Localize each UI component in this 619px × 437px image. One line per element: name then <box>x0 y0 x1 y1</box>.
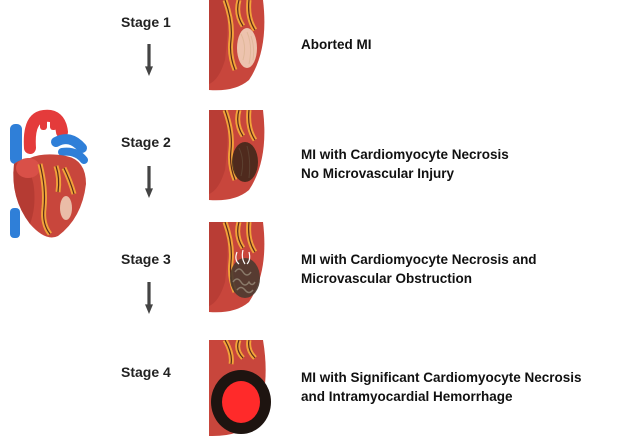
down-arrow-3 <box>145 282 153 314</box>
stage-1-description: Aborted MI <box>301 35 372 54</box>
stage-4-line-2: and Intramyocardial Hemorrhage <box>301 389 513 404</box>
stage-3-description: MI with Cardiomyocyte Necrosis and Micro… <box>301 250 537 288</box>
stage-2-line-2: No Microvascular Injury <box>301 166 455 181</box>
down-arrow-1 <box>145 44 153 76</box>
stage-3-tissue <box>209 222 265 313</box>
stage-4-label: Stage 4 <box>121 364 171 380</box>
stage-2-label: Stage 2 <box>121 134 171 150</box>
stage-3-line-2: Microvascular Obstruction <box>301 271 473 286</box>
stage-2-line-1: MI with Cardiomyocyte Necrosis <box>301 147 509 162</box>
stage-1-label: Stage 1 <box>121 14 171 30</box>
stage-3-line-1: MI with Cardiomyocyte Necrosis and <box>301 252 537 267</box>
down-arrow-2 <box>145 166 153 198</box>
stage-2-tissue <box>209 110 265 201</box>
stage-4-line-1: MI with Significant Cardiomyocyte Necros… <box>301 370 582 385</box>
stage-1-line-1: Aborted MI <box>301 37 372 52</box>
stage-4-description: MI with Significant Cardiomyocyte Necros… <box>301 368 582 406</box>
stage-1-tissue <box>209 0 265 91</box>
stage-2-description: MI with Cardiomyocyte Necrosis No Microv… <box>301 145 509 183</box>
stage-4-tissue <box>209 340 271 437</box>
heart-illustration <box>10 109 88 238</box>
stage-3-label: Stage 3 <box>121 251 171 267</box>
